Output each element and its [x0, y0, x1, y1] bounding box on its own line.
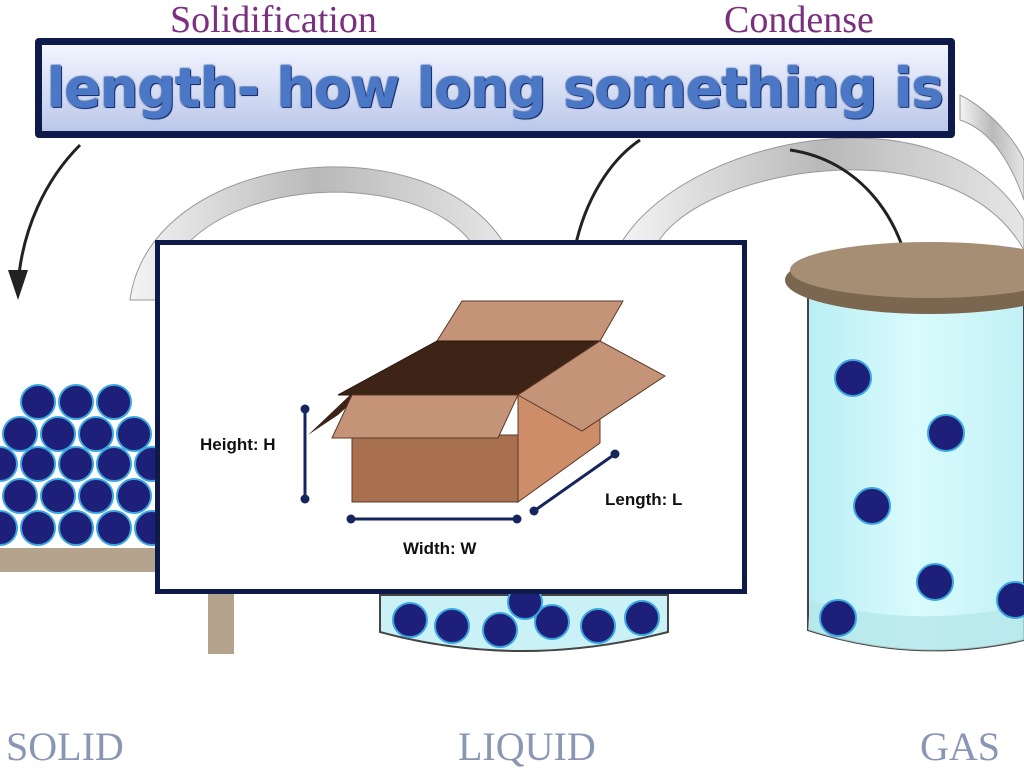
- solid-particle: [2, 416, 38, 452]
- solid-particle: [0, 446, 18, 482]
- solid-particle: [20, 446, 56, 482]
- solid-state-label: SOLID: [6, 724, 124, 768]
- box-dimensions-panel: Height: H Width: W Length: L: [155, 240, 747, 594]
- freezing-arrowhead-icon: [8, 270, 28, 300]
- width-endpoint-right: [512, 514, 522, 524]
- width-label: Width: W: [403, 539, 477, 558]
- liquid-container: [379, 584, 669, 652]
- liquid-particle: [624, 600, 660, 636]
- solid-particle: [96, 510, 132, 546]
- box-diagram: Height: H Width: W Length: L: [200, 300, 682, 558]
- page-title: length- how long something is: [47, 56, 944, 120]
- solid-particle: [2, 478, 38, 514]
- solid-particle: [58, 446, 94, 482]
- width-endpoint-left: [346, 514, 356, 524]
- solid-particle: [58, 384, 94, 420]
- gas-particle: [996, 581, 1024, 619]
- height-label: Height: H: [200, 435, 276, 454]
- gas-particle: [927, 414, 965, 452]
- length-endpoint-front: [529, 506, 539, 516]
- solid-particle: [40, 478, 76, 514]
- solid-particle: [78, 416, 114, 452]
- gas-container: [785, 242, 1024, 652]
- gas-particle: [916, 563, 954, 601]
- liquid-particle: [392, 602, 428, 638]
- solid-particle: [78, 478, 114, 514]
- solid-table-top: [0, 548, 160, 572]
- box-front: [351, 434, 519, 503]
- liquid-state-label: LIQUID: [458, 724, 596, 768]
- condense-arc: [619, 137, 1024, 252]
- box-front-flap: [331, 394, 519, 439]
- solid-particle: [58, 510, 94, 546]
- gas-particle: [819, 599, 857, 637]
- solidification-label: Solidification: [170, 0, 377, 41]
- height-endpoint-bottom: [300, 494, 310, 504]
- solid-particle: [116, 416, 152, 452]
- solid-particle: [96, 446, 132, 482]
- solid-particle: [116, 478, 152, 514]
- solid-particle: [20, 384, 56, 420]
- length-label: Length: L: [605, 490, 682, 509]
- freezing-arrow: [16, 143, 82, 286]
- gas-particle: [834, 359, 872, 397]
- length-dimension-line: [533, 452, 616, 513]
- solid-particle: [96, 384, 132, 420]
- length-endpoint-back: [610, 449, 620, 459]
- gas-state-label: GAS: [920, 724, 1000, 768]
- liquid-particle: [580, 608, 616, 644]
- height-endpoint-top: [300, 404, 310, 414]
- liquid-particle: [434, 608, 470, 644]
- liquid-particle: [482, 612, 518, 648]
- liquid-particle: [534, 604, 570, 640]
- solid-particle: [20, 510, 56, 546]
- box-back-flap: [436, 300, 624, 342]
- title-banner: length- how long something is: [35, 38, 955, 138]
- gas-particle: [853, 487, 891, 525]
- solid-particle: [0, 510, 18, 546]
- box-right-flap: [517, 340, 666, 432]
- solid-particle: [40, 416, 76, 452]
- deposition-arrow: [573, 138, 641, 249]
- solid-particle-pile: [0, 384, 170, 546]
- condense-label: Condense: [724, 0, 874, 41]
